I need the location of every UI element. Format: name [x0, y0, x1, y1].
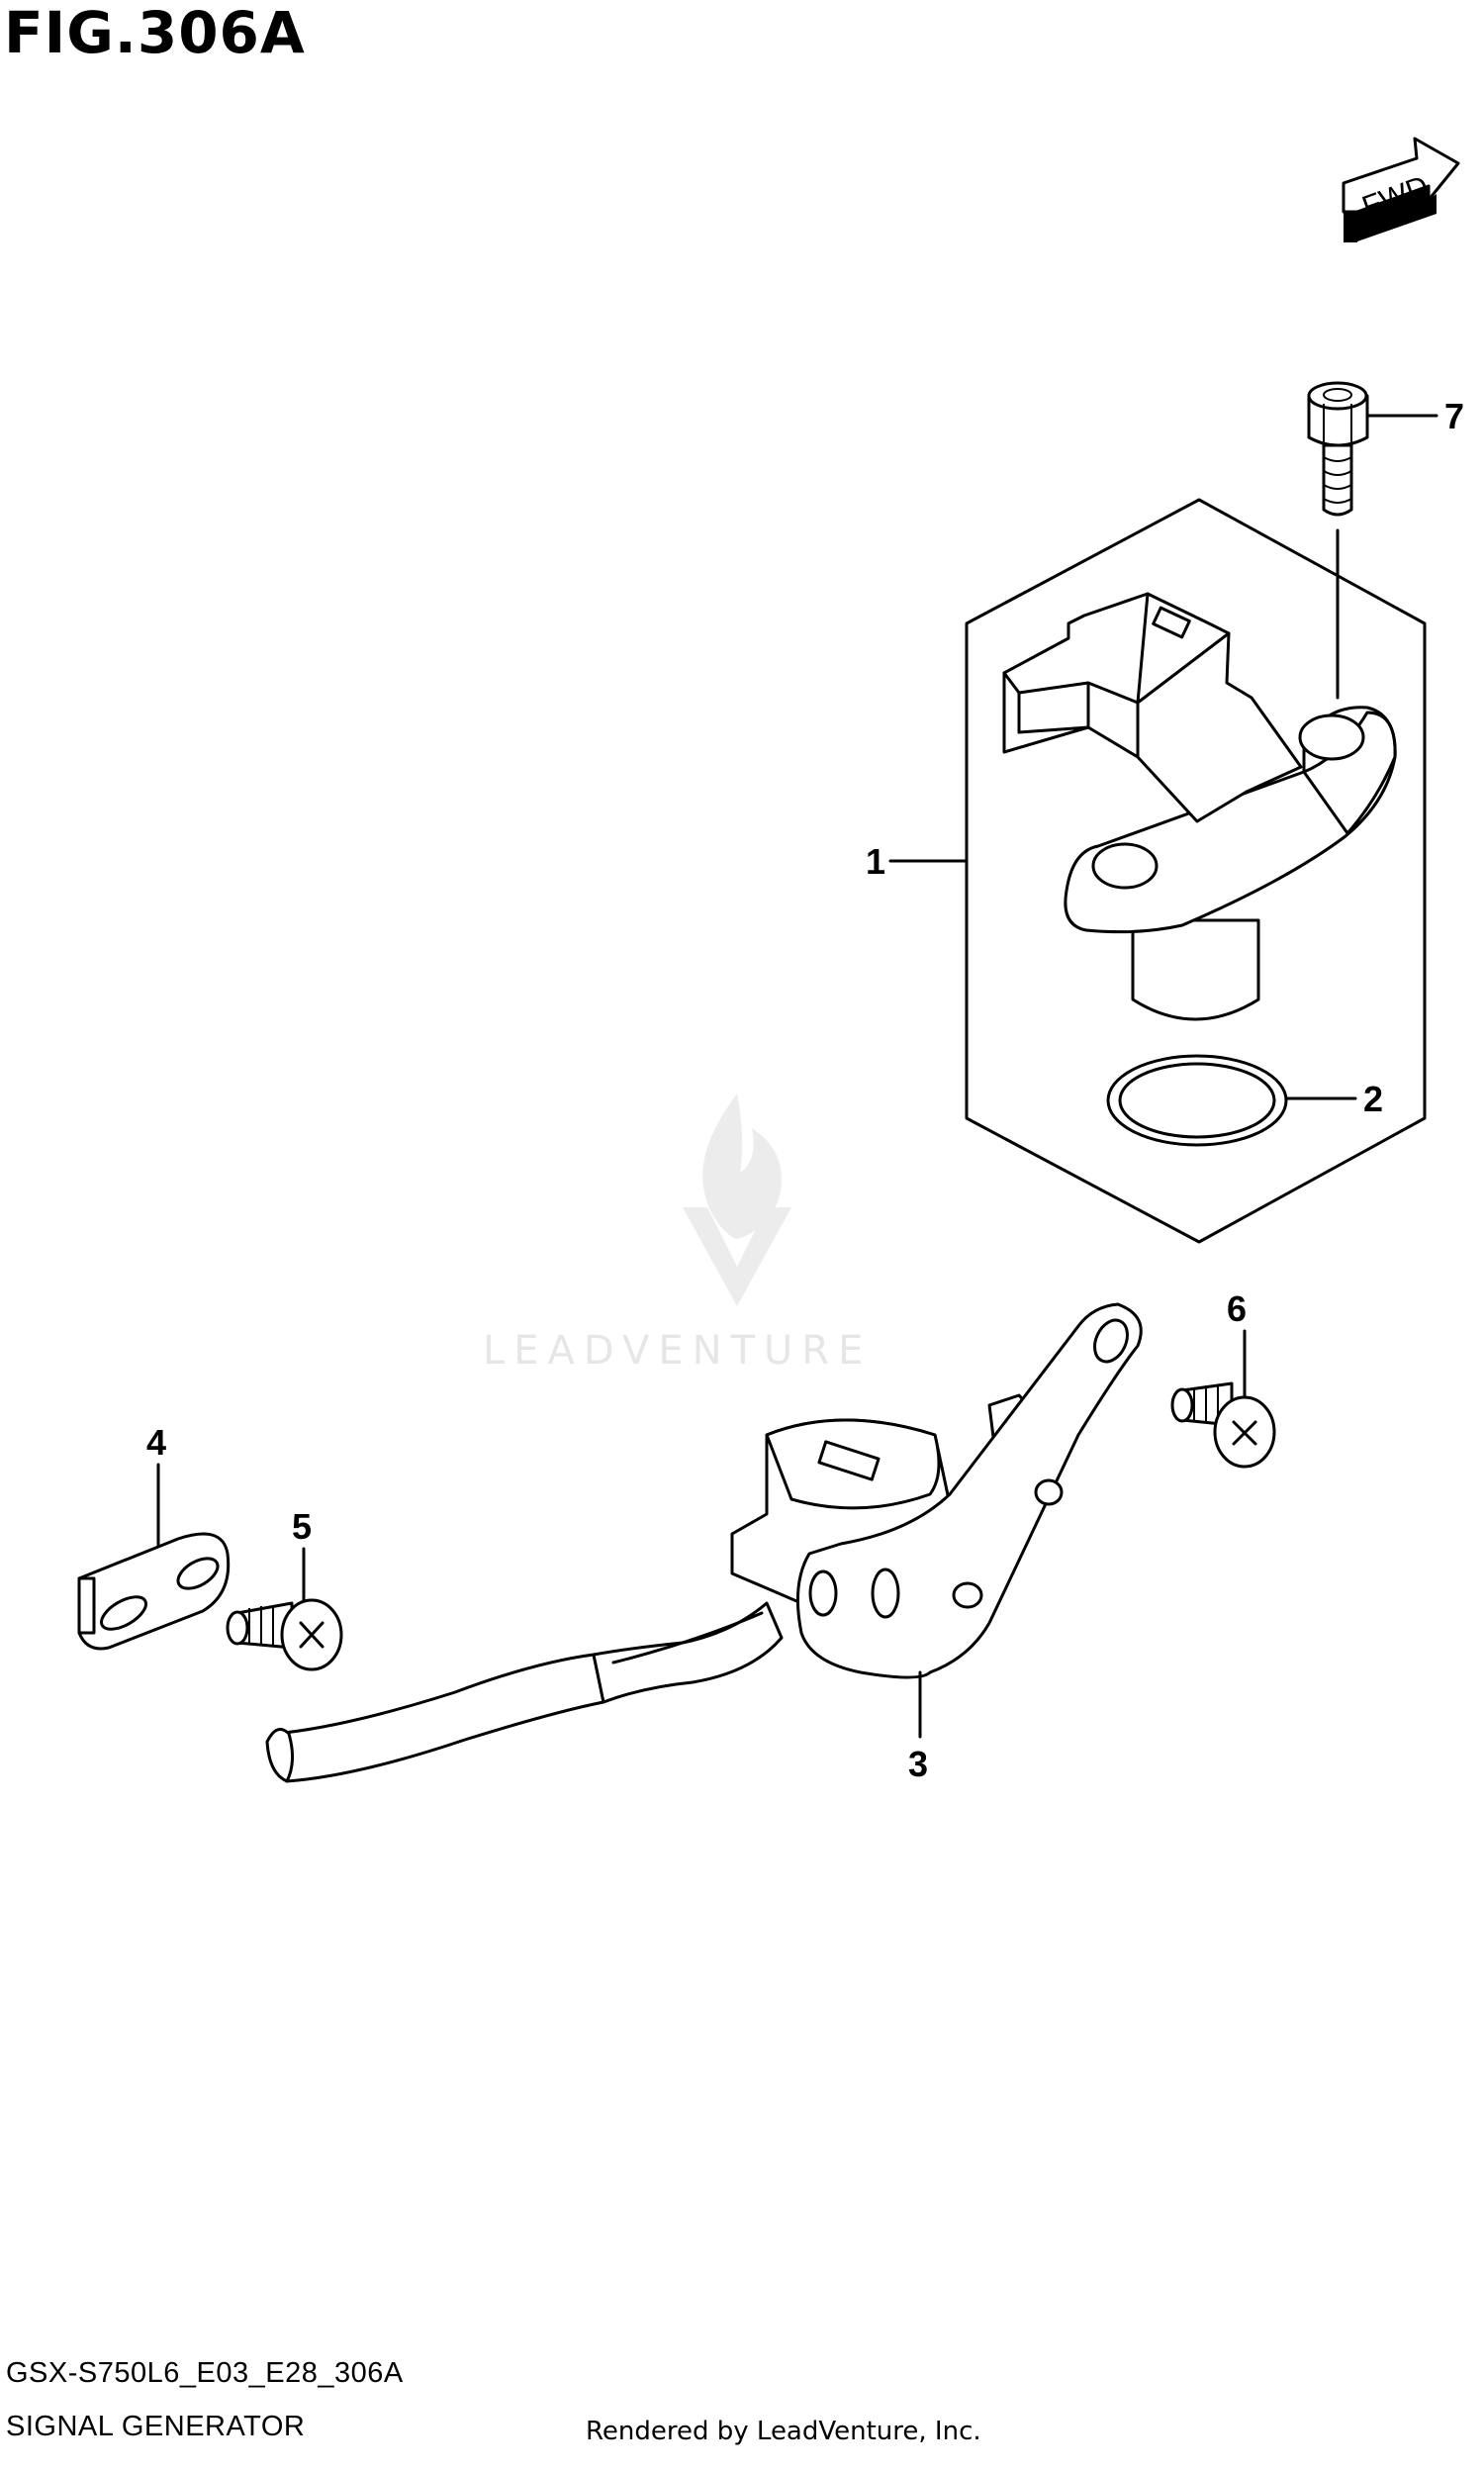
screw-part-6 [1170, 1329, 1276, 1469]
sensor-part-1 [1002, 592, 1397, 1021]
callout-7: 7 [1444, 396, 1464, 436]
leadventure-watermark: LEADVENTURE [483, 1094, 872, 1374]
figure-name: SIGNAL GENERATOR [6, 2411, 306, 2442]
callout-6: 6 [1227, 1288, 1247, 1329]
figure-code: GSX-S750L6_E03_E28_306A [6, 2357, 404, 2389]
clamp-part-4 [77, 1463, 231, 1651]
figure-title: FIG.306A [4, 0, 306, 66]
callout-5: 5 [292, 1506, 312, 1547]
o-ring-part-2 [1106, 1054, 1288, 1147]
sensor-part-3 [265, 1302, 1143, 1783]
callout-3: 3 [908, 1744, 928, 1784]
callout-2: 2 [1363, 1079, 1383, 1119]
bolt-part-7 [1307, 381, 1438, 700]
fwd-arrow-icon: FWD [1342, 137, 1460, 242]
callout-1: 1 [866, 841, 885, 882]
render-credit: Rendered by LeadVenture, Inc. [586, 2417, 981, 2446]
kit-outline [965, 498, 1427, 1244]
watermark-text: LEADVENTURE [483, 1328, 872, 1374]
screw-part-5 [226, 1547, 343, 1671]
callout-4: 4 [146, 1422, 166, 1463]
